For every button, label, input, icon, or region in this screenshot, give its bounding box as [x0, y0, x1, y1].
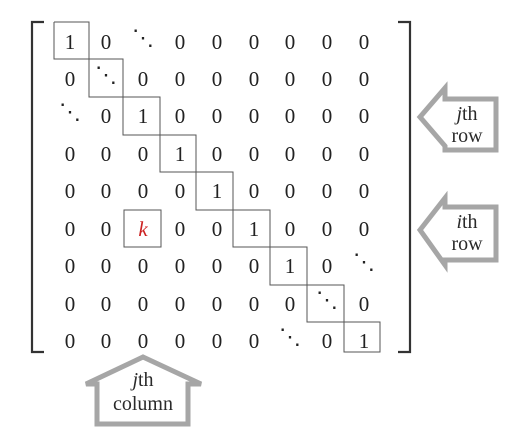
jth-column-label-line2: column — [113, 393, 173, 415]
matrix-cell: 0 — [322, 30, 333, 54]
diagonal-staircase — [53, 21, 381, 353]
matrix-cell: 0 — [65, 142, 76, 166]
matrix-cell: 0 — [65, 217, 76, 241]
jth-row-label-line1: jth — [453, 103, 477, 125]
matrix-cell: 0 — [212, 142, 223, 166]
matrix-cell: 0 — [285, 30, 296, 54]
matrix-cell: 0 — [212, 30, 223, 54]
matrix-cell: 0 — [359, 104, 370, 128]
matrix-cell: 0 — [285, 67, 296, 91]
matrix-cell: 0 — [65, 292, 76, 316]
matrix-cell: 0 — [249, 30, 260, 54]
matrix-cell: 0 — [322, 254, 333, 278]
left-bracket — [30, 20, 44, 354]
matrix-cell: 0 — [285, 104, 296, 128]
matrix-cell: 1 — [285, 254, 296, 278]
matrix-cell: 0 — [65, 179, 76, 203]
matrix-cell: 0 — [285, 179, 296, 203]
matrix-cell: 0 — [249, 179, 260, 203]
matrix-cell: 0 — [175, 329, 186, 353]
matrix-cell: 0 — [249, 142, 260, 166]
matrix-cell: 0 — [175, 67, 186, 91]
matrix-cell: 0 — [212, 329, 223, 353]
matrix-cell: ⋱ — [353, 249, 375, 274]
matrix-cell: ⋱ — [132, 25, 154, 50]
matrix-cell: 0 — [101, 217, 112, 241]
matrix-cell: 0 — [101, 292, 112, 316]
matrix-cell: 1 — [359, 329, 370, 353]
matrix-cell: 0 — [101, 254, 112, 278]
matrix-cell: 0 — [175, 104, 186, 128]
matrix-cell: 0 — [359, 67, 370, 91]
matrix-cell: 0 — [212, 67, 223, 91]
matrix-cell: 0 — [249, 292, 260, 316]
matrix-cell: 0 — [212, 254, 223, 278]
matrix-cell: 1 — [175, 142, 186, 166]
matrix-cell: 0 — [322, 104, 333, 128]
matrix-cell: 0 — [138, 179, 149, 203]
matrix-cell: 0 — [138, 142, 149, 166]
matrix-cell: 0 — [101, 142, 112, 166]
matrix-cell: 0 — [359, 179, 370, 203]
matrix-cell: 0 — [249, 254, 260, 278]
matrix-cell: ⋱ — [95, 62, 117, 87]
matrix-cell: 0 — [101, 179, 112, 203]
matrix-cell: 0 — [285, 292, 296, 316]
jth-row-arrow: jth row — [416, 81, 499, 153]
matrix-cell: 0 — [359, 292, 370, 316]
matrix-cell: 0 — [175, 30, 186, 54]
matrix-cell: 0 — [212, 104, 223, 128]
matrix-cell: 1 — [65, 30, 76, 54]
matrix-cell: 0 — [138, 329, 149, 353]
ith-row-label-line2: row — [451, 233, 483, 255]
matrix-cell: 1 — [249, 217, 260, 241]
matrix-cell: 0 — [65, 67, 76, 91]
matrix-cell: 0 — [138, 292, 149, 316]
matrix-cell: 0 — [175, 254, 186, 278]
matrix-cell: 0 — [249, 104, 260, 128]
k-entry-box — [123, 209, 162, 248]
matrix-cell: 1 — [212, 179, 223, 203]
matrix-cell: 0 — [138, 67, 149, 91]
matrix-cell: 0 — [285, 142, 296, 166]
matrix-cell: 0 — [359, 142, 370, 166]
matrix-cell: 0 — [175, 217, 186, 241]
matrix-cell: 0 — [101, 30, 112, 54]
jth-column-label-line1: jth — [129, 369, 153, 391]
matrix-cell: 0 — [322, 329, 333, 353]
matrix-cell: 0 — [322, 217, 333, 241]
matrix-cell: 0 — [359, 217, 370, 241]
matrix-cell: 0 — [322, 67, 333, 91]
matrix-cells: 1 0 ⋱ 0 0 0 0 0 0 0 ⋱ 0 0 0 0 0 0 0 ⋱ 0 1 0 0 0 0 0 0 0 0 0 1 0 0 0 0 0 0 0 0 0… — [59, 25, 375, 353]
matrix-cell: ⋱ — [279, 324, 301, 349]
matrix-cell: 0 — [101, 329, 112, 353]
matrix-cell: 0 — [175, 292, 186, 316]
jth-column-arrow: jth column — [84, 354, 203, 427]
matrix-cell: 0 — [65, 329, 76, 353]
matrix-cell: 0 — [101, 104, 112, 128]
jth-row-label-line2: row — [451, 125, 483, 147]
matrix-cell: 0 — [212, 292, 223, 316]
matrix-cell: 0 — [322, 179, 333, 203]
matrix-cell: ⋱ — [59, 99, 81, 124]
right-bracket — [398, 20, 412, 354]
matrix-cell: 1 — [138, 104, 149, 128]
matrix-cell: ⋱ — [316, 287, 338, 312]
matrix-cell: 0 — [212, 217, 223, 241]
matrix-cell: 0 — [285, 217, 296, 241]
matrix-cell: 0 — [359, 30, 370, 54]
ith-row-arrow: ith row — [416, 190, 499, 273]
ith-row-label-line1: ith — [456, 211, 477, 233]
matrix-cell: 0 — [65, 254, 76, 278]
matrix-cell: 0 — [322, 142, 333, 166]
matrix-cell: 0 — [138, 254, 149, 278]
matrix-cell: 0 — [249, 67, 260, 91]
matrix-cell: k — [138, 217, 148, 241]
matrix-cell: 0 — [249, 329, 260, 353]
matrix-cell: 0 — [175, 179, 186, 203]
